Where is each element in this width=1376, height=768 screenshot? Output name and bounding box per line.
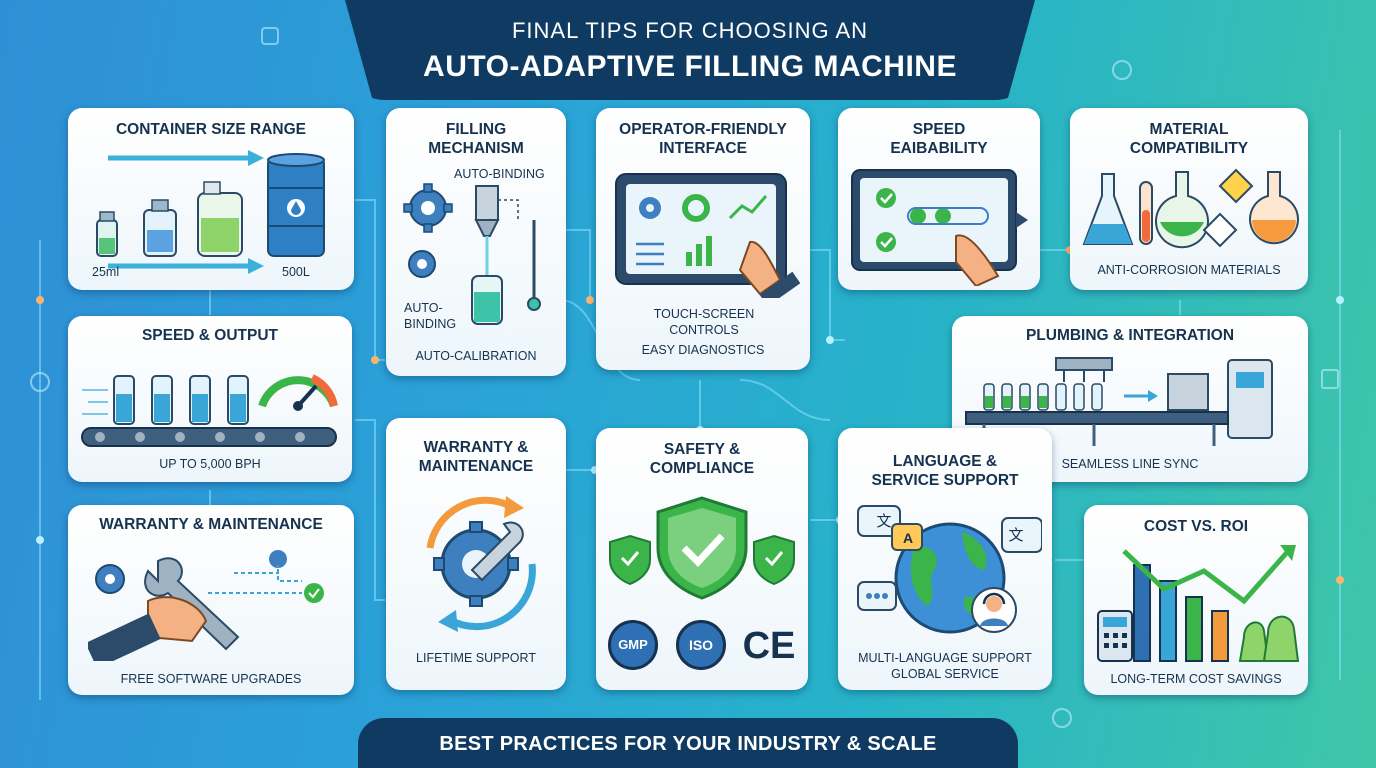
card-title-line1: LANGUAGE & <box>892 453 998 470</box>
production-line-illustration <box>965 357 1273 446</box>
card-cost-roi: COST VS. ROI LONG-TERM COST SAVINGS <box>1084 505 1308 695</box>
translate-bubble-a: A <box>902 530 914 546</box>
min-size-label: 25ml <box>92 265 120 279</box>
auto-binding-label: AUTO-BINDING <box>454 167 545 181</box>
gear-icon <box>403 183 453 233</box>
card-title-line2: MECHANISM <box>428 140 524 157</box>
card-title-line1: OPERATOR-FRIENDLY <box>619 121 787 138</box>
shield-icon <box>656 496 748 600</box>
card-title-line1: FILLING <box>445 121 507 138</box>
card-caption: FREE SOFTWARE UPGRADES <box>120 672 302 686</box>
card-caption-line2: GLOBAL SERVICE <box>891 667 999 681</box>
globe-support-illustration <box>857 505 1042 634</box>
gear-icon <box>95 564 125 594</box>
card-container-size-range: CONTAINER SIZE RANGE 25ml 500L <box>68 108 354 290</box>
card-title-line1: MATERIAL <box>1149 121 1229 138</box>
gear-icon <box>433 521 519 607</box>
filling-nozzle-illustration <box>403 183 541 325</box>
card-title-line1: SPEED <box>912 121 966 138</box>
footer-text: BEST PRACTICES FOR YOUR INDUSTRY & SCALE <box>439 733 937 755</box>
card-caption: ANTI-CORROSION MATERIALS <box>1097 263 1281 277</box>
lab-flasks-illustration <box>1082 168 1299 249</box>
card-caption: LONG-TERM COST SAVINGS <box>1110 672 1282 686</box>
conveyor-gauge-illustration <box>81 374 338 447</box>
card-title-line2: INTERFACE <box>659 140 747 157</box>
footer-banner <box>358 718 1018 768</box>
card-speed-scalability: SPEED EAIBABILITY <box>838 108 1040 290</box>
auto-label-line1: AUTO- <box>404 301 443 315</box>
card-title-line2: COMPLIANCE <box>649 460 755 477</box>
binding-label-line2: BINDING <box>404 317 457 331</box>
gmp-badge-label: GMP <box>618 637 648 652</box>
diagnostics-caption: EASY DIAGNOSTICS <box>641 343 765 357</box>
card-filling-mechanism: FILLING MECHANISM AUTO-BINDING AUTO- BIN… <box>386 108 566 376</box>
card-title-line2: EAIBABILITY <box>890 140 988 157</box>
wrench-hand-illustration <box>88 550 324 661</box>
card-safety-compliance: SAFETY & COMPLIANCE GMP ISO CE <box>596 428 808 690</box>
tablet-checklist-illustration <box>851 169 1028 286</box>
card-material-compatibility: MATERIAL COMPATIBILITY ANTI-CORROSION MA… <box>1070 108 1308 290</box>
card-title: PLUMBING & INTEGRATION <box>1025 327 1235 344</box>
header-banner <box>345 0 1035 100</box>
page-subtitle: FINAL TIPS FOR CHOOSING AN <box>511 18 869 43</box>
card-title: COST VS. ROI <box>1143 518 1249 535</box>
card-caption-line1: MULTI-LANGUAGE SUPPORT <box>858 651 1032 665</box>
touchscreen-caption-line2: CONTROLS <box>669 323 739 337</box>
card-caption: AUTO-CALIBRATION <box>415 349 537 363</box>
card-warranty-maintenance-mid: WARRANTY & MAINTENANCE LIFETIME SUPPORT <box>386 418 566 690</box>
card-warranty-maintenance-left: WARRANTY & MAINTENANCE FREE SOFTWARE UPG… <box>68 505 354 695</box>
card-title-line2: SERVICE SUPPORT <box>871 472 1019 489</box>
touchscreen-caption-line1: TOUCH-SCREEN <box>653 307 755 321</box>
iso-badge-label: ISO <box>688 637 714 653</box>
card-title-line2: MAINTENANCE <box>418 458 534 475</box>
card-language-service: LANGUAGE & SERVICE SUPPORT 文 A 文 MULTI-L… <box>838 428 1052 690</box>
card-speed-output: SPEED & OUTPUT UP TO 5,000 BPH <box>68 316 352 482</box>
ce-mark: CE <box>742 625 796 667</box>
card-title-line1: SAFETY & <box>663 441 741 458</box>
translate-bubble-cn-right: 文 <box>1008 527 1024 544</box>
card-title-line1: WARRANTY & <box>423 439 529 456</box>
container-sizes-illustration <box>96 150 325 274</box>
card-operator-interface: OPERATOR-FRIENDLY INTERFACE TOUCH-SCREEN… <box>596 108 810 370</box>
card-title: CONTAINER SIZE RANGE <box>115 121 307 138</box>
touchscreen-illustration <box>615 173 800 298</box>
gmp-badge: GMP <box>608 620 658 670</box>
roi-bars-illustration <box>1097 545 1300 662</box>
page-title: AUTO-ADAPTIVE FILLING MACHINE <box>423 50 957 83</box>
iso-badge: ISO <box>676 620 726 670</box>
card-title: SPEED & OUTPUT <box>141 327 279 344</box>
translate-bubble-cn: 文 <box>876 513 892 530</box>
card-caption: LIFETIME SUPPORT <box>416 651 536 665</box>
card-caption: SEAMLESS LINE SYNC <box>1061 457 1199 471</box>
card-caption: UP TO 5,000 BPH <box>159 457 261 471</box>
shields-illustration <box>609 496 795 600</box>
card-title: WARRANTY & MAINTENANCE <box>99 516 323 533</box>
card-title-line2: COMPATIBILITY <box>1129 140 1249 157</box>
max-size-label: 500L <box>282 265 310 279</box>
gear-wrench-cycle-illustration <box>426 496 536 632</box>
